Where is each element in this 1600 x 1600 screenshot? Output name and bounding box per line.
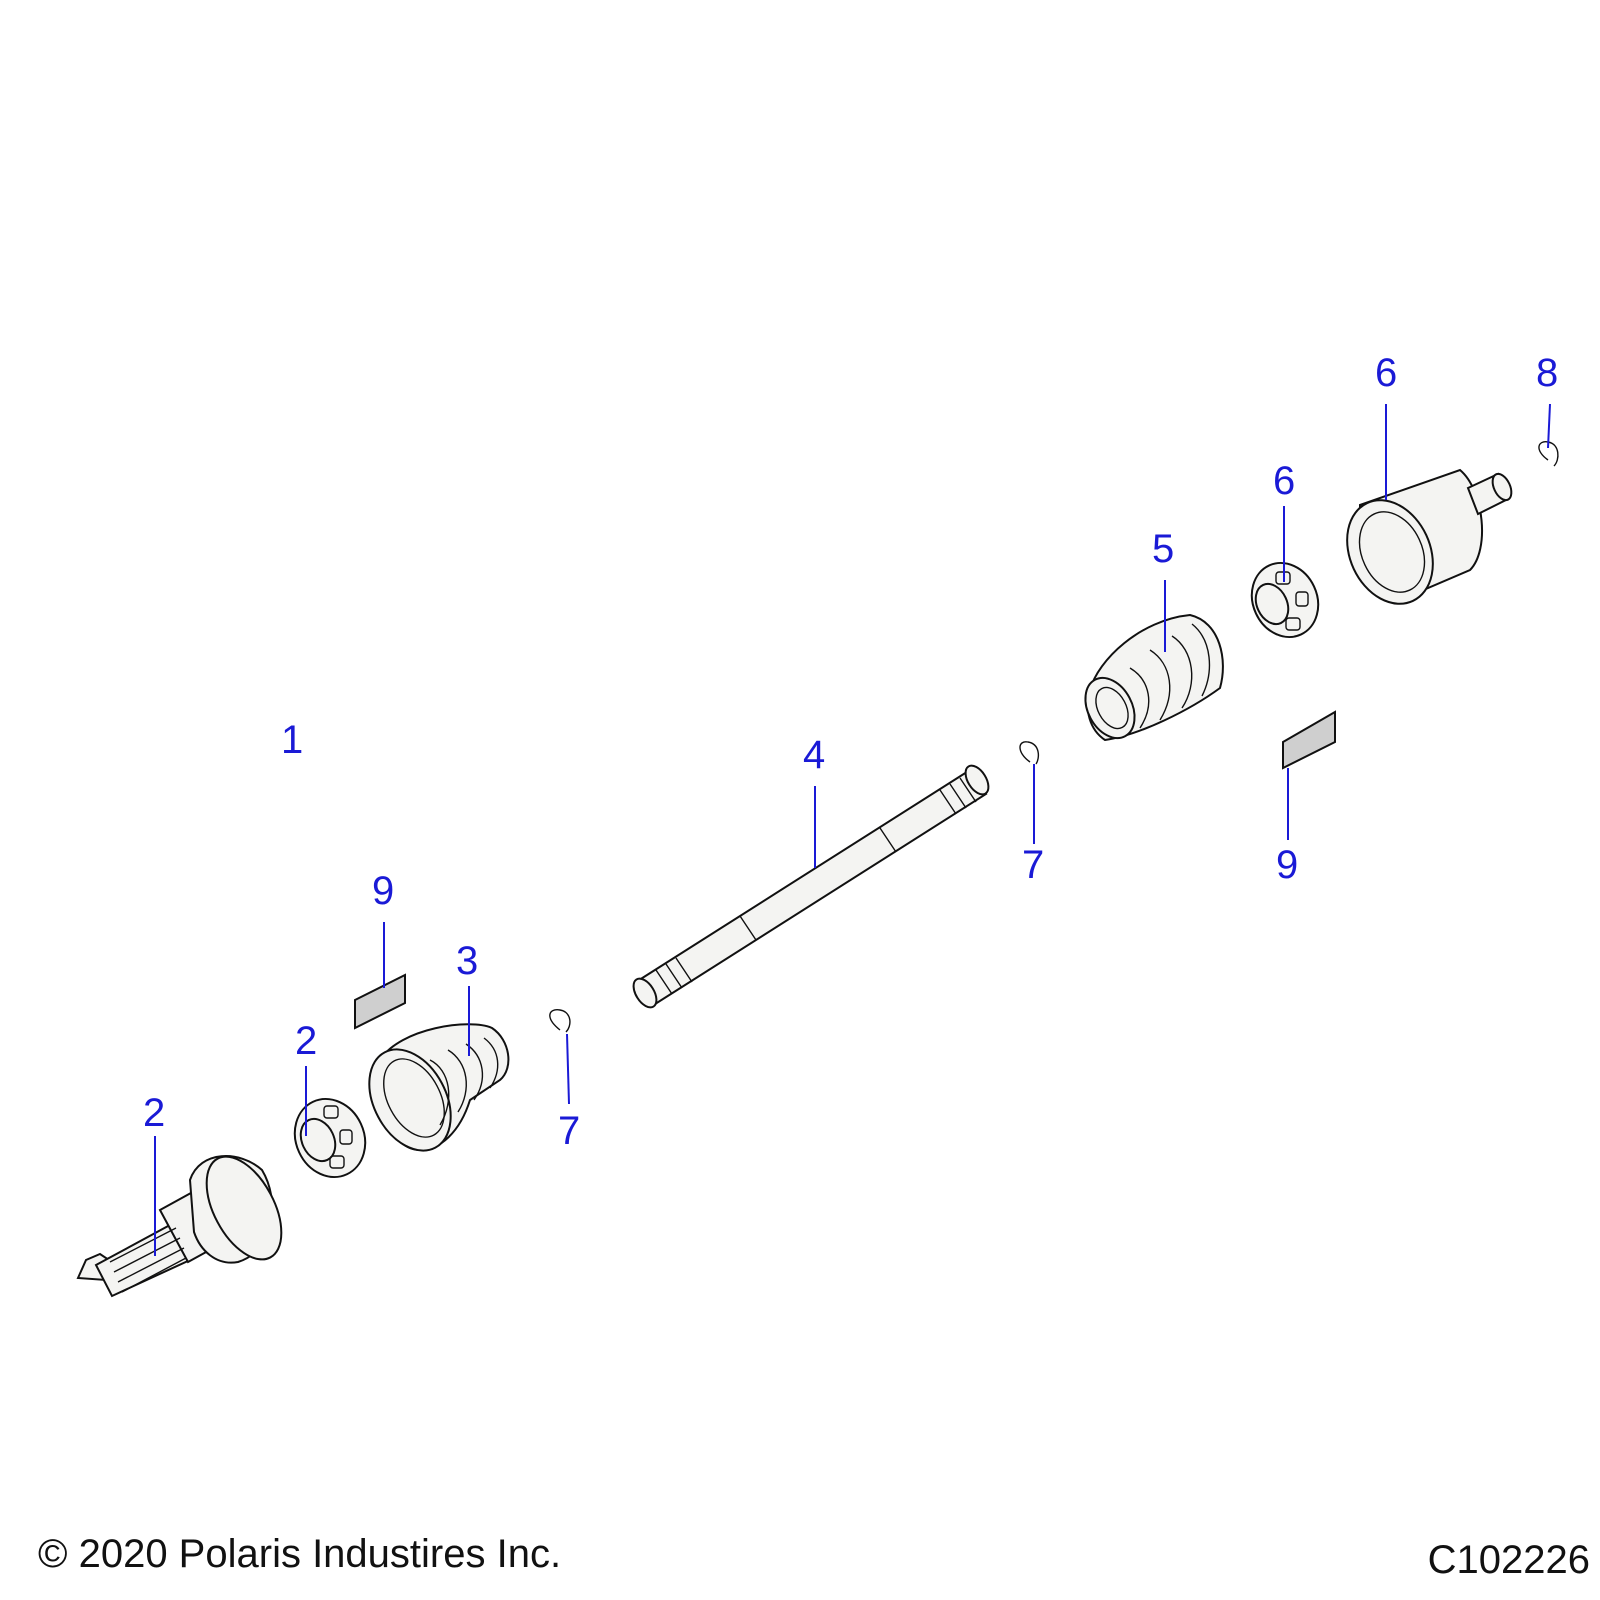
callout-7-left: 7 <box>558 1109 580 1153</box>
leader-lines <box>154 403 1551 1256</box>
inner-cv-joint-housing <box>1346 468 1513 605</box>
callout-5: 5 <box>1152 527 1174 571</box>
callout-numbers: 1 2 2 3 4 5 6 6 7 7 8 9 9 <box>143 351 1558 1153</box>
callout-9-right: 9 <box>1276 843 1298 887</box>
left-label-tag <box>354 973 406 1030</box>
callout-8: 8 <box>1536 351 1558 395</box>
callout-1: 1 <box>281 718 303 762</box>
callout-6-housing: 6 <box>1375 351 1397 395</box>
outer-cv-joint-housing <box>76 1155 283 1298</box>
callout-7-right: 7 <box>1022 843 1044 887</box>
callout-3: 3 <box>456 939 478 983</box>
right-label-tag <box>1282 710 1336 770</box>
callout-4: 4 <box>803 733 825 777</box>
axle-shaft <box>632 764 990 1009</box>
callout-2-cage: 2 <box>295 1019 317 1063</box>
figure-id: C102226 <box>1427 1538 1590 1582</box>
callout-2-housing: 2 <box>143 1091 165 1135</box>
inner-boot <box>1084 613 1224 742</box>
outer-boot <box>368 1023 510 1152</box>
right-cv-bearing-cage <box>1250 562 1320 638</box>
left-circlip <box>549 1009 571 1033</box>
left-cv-bearing-cage <box>293 1098 367 1178</box>
callout-9-left: 9 <box>372 869 394 913</box>
right-circlip <box>1019 741 1040 765</box>
callout-6-cage: 6 <box>1273 459 1295 503</box>
copyright-notice: © 2020 Polaris Industires Inc. <box>38 1532 562 1576</box>
